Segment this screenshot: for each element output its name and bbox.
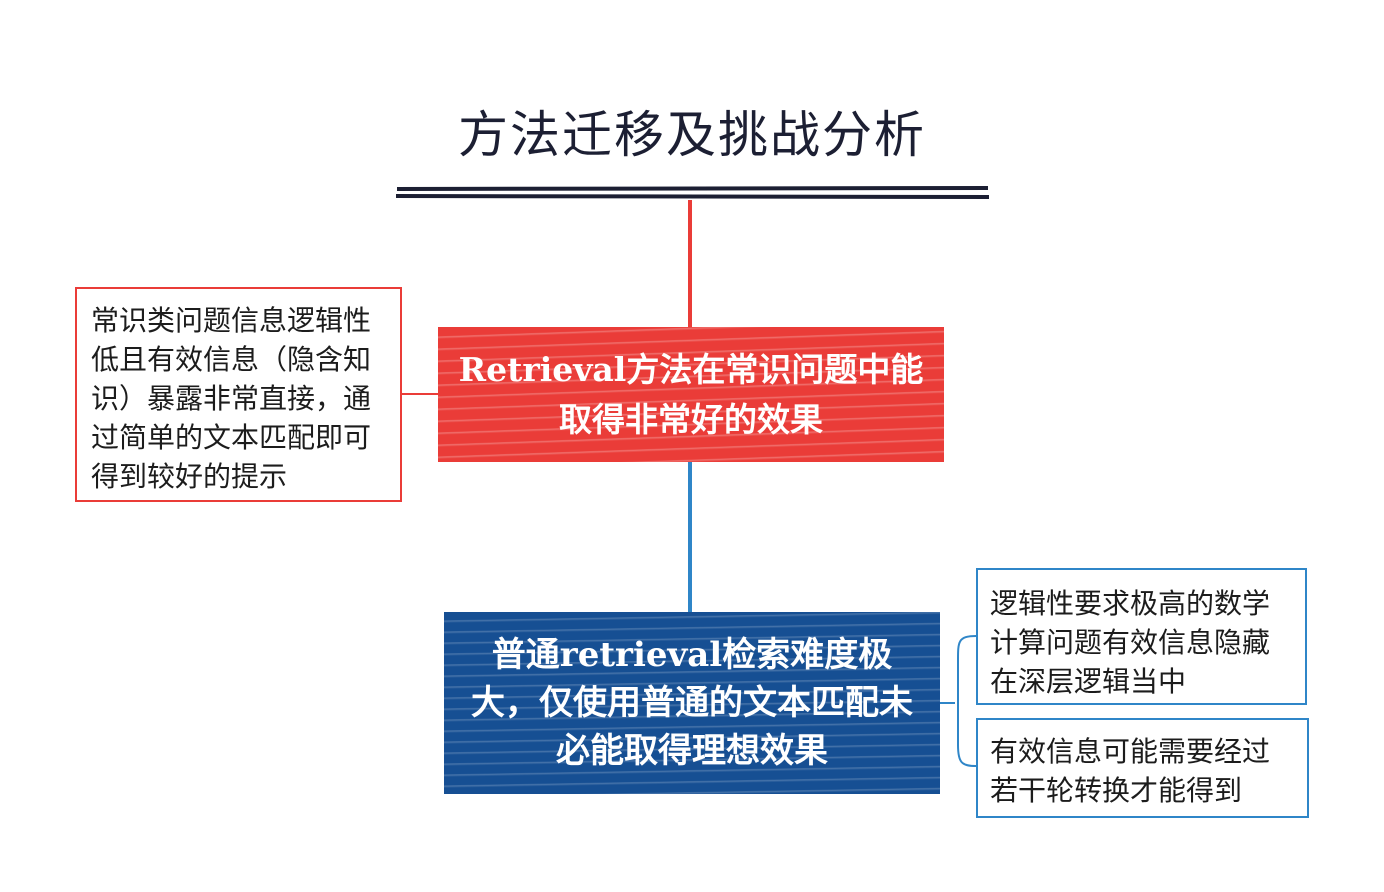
note-math-logic: 逻辑性要求极高的数学计算问题有效信息隐藏在深层逻辑当中 <box>976 568 1307 705</box>
node-retrieval-effective-text: Retrieval方法在常识问题中能取得非常好的效果 <box>458 349 924 439</box>
node-retrieval-effective: Retrieval方法在常识问题中能取得非常好的效果 <box>438 327 944 462</box>
note-commonsense: 常识类问题信息逻辑性低且有效信息（隐含知识）暴露非常直接，通过简单的文本匹配即可… <box>75 287 402 502</box>
note-multi-step: 有效信息可能需要经过若干轮转换才能得到 <box>976 718 1309 818</box>
note-multi-step-text: 有效信息可能需要经过若干轮转换才能得到 <box>990 735 1271 807</box>
note-commonsense-text: 常识类问题信息逻辑性低且有效信息（隐含知识）暴露非常直接，通过简单的文本匹配即可… <box>91 304 372 493</box>
title-underline <box>395 186 990 199</box>
note-math-logic-text: 逻辑性要求极高的数学计算问题有效信息隐藏在深层逻辑当中 <box>990 587 1271 698</box>
node-retrieval-difficult: 普通retrieval检索难度极大，仅使用普通的文本匹配未必能取得理想效果 <box>444 612 940 794</box>
node-retrieval-difficult-text: 普通retrieval检索难度极大，仅使用普通的文本匹配未必能取得理想效果 <box>471 635 913 771</box>
page-title: 方法迁移及挑战分析 <box>458 106 926 164</box>
connector-blue-to-notes <box>940 635 977 767</box>
